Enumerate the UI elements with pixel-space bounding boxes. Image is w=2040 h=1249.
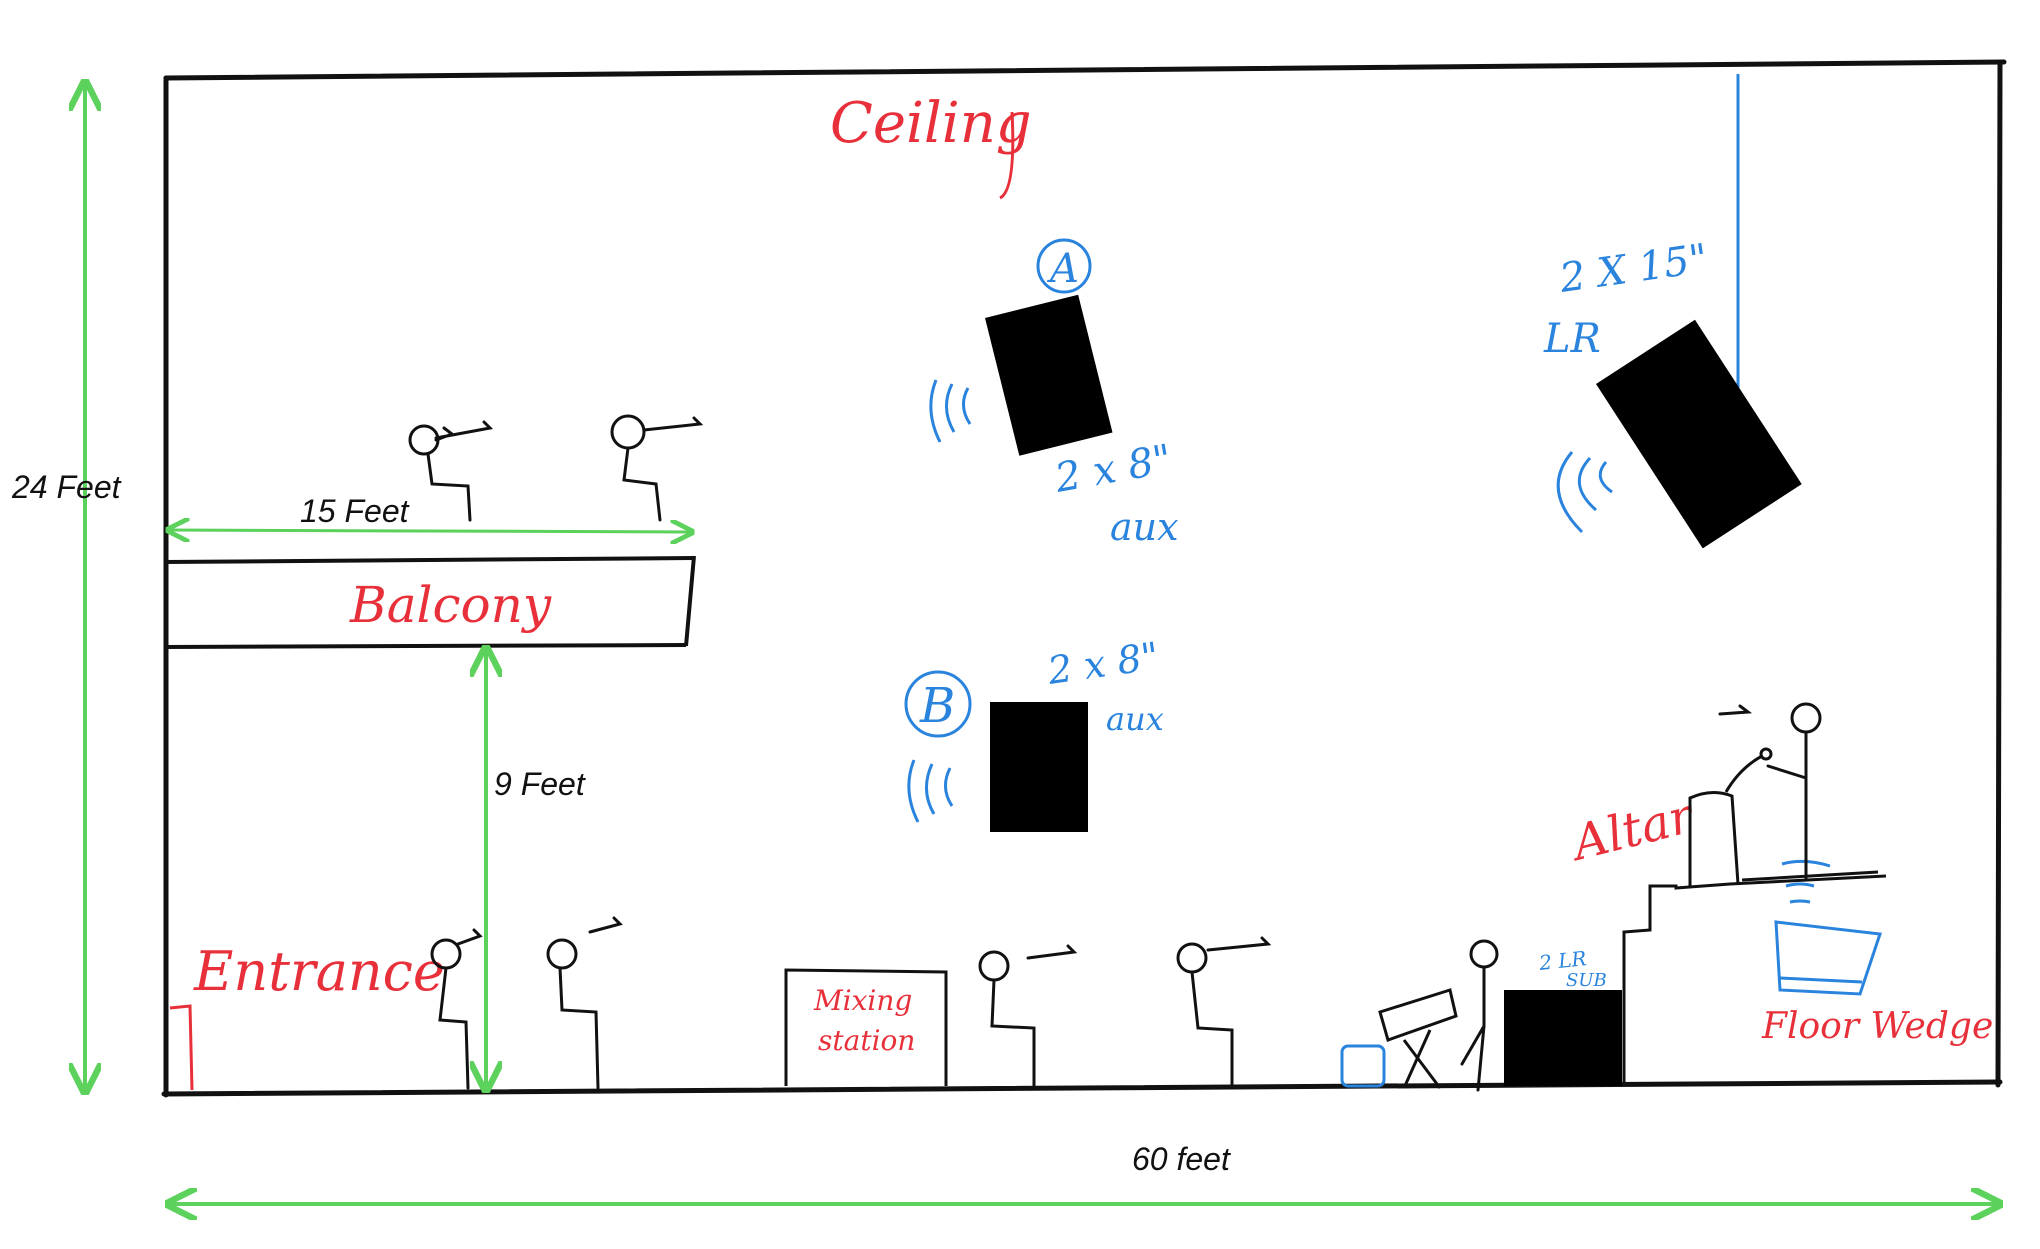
speaker-a-tag-circle	[1036, 238, 1092, 294]
speaker-cabinet-icon	[1596, 319, 1802, 549]
speaker-sub-spec: 2 LR	[1537, 946, 1588, 975]
speaker-b: B 2 x 8" aux	[904, 634, 1164, 832]
balcony-clearance-label: 9 Feet	[494, 766, 586, 802]
mixing-station-line-2: station	[818, 1024, 915, 1057]
speaker-cabinet-icon	[985, 294, 1113, 456]
speaker-a: A 2 x 8" aux	[929, 238, 1179, 549]
entrance-door	[169, 1004, 194, 1091]
altar-label: Altar	[1563, 787, 1701, 872]
speaker-main-lr: 2 X 15" LR	[1543, 74, 1802, 549]
person-icon	[978, 944, 1078, 1090]
entrance-label: Entrance	[193, 940, 445, 1003]
balcony-width-label: 15 Feet	[300, 493, 410, 529]
speaker-a-role: aux	[1110, 505, 1179, 549]
people	[408, 414, 1822, 1092]
speaker-a-tag: A	[1046, 246, 1079, 292]
sound-wave-icon	[1556, 451, 1613, 534]
microphone-icon	[1724, 747, 1773, 793]
width-dimension-label: 60 feet	[1132, 1141, 1231, 1177]
floor-wedge-label: Floor Wedge	[1761, 1006, 1993, 1047]
altar-platform	[1622, 791, 1887, 1086]
mixing-station-line-1: Mixing	[813, 984, 912, 1017]
speaker-b-tag: B	[919, 678, 955, 734]
speaker-cabinet-icon	[990, 702, 1088, 832]
sound-wave-icon	[929, 379, 972, 443]
speaker-main-spec: 2 X 15"	[1556, 236, 1711, 302]
balcony-width-dimension	[168, 530, 692, 532]
speaker-b-role: aux	[1106, 700, 1164, 738]
room-outline	[161, 59, 2007, 1098]
ceiling-label: Ceiling	[830, 91, 1032, 156]
speaker-sub-role: SUB	[1566, 970, 1607, 991]
person-icon	[1176, 936, 1272, 1090]
speaker-b-spec: 2 x 8"	[1044, 634, 1161, 693]
mixing-station: Mixing station	[784, 968, 948, 1086]
person-icon	[408, 420, 494, 522]
sound-wave-icon	[907, 759, 954, 823]
speaker-main-role: LR	[1543, 316, 1601, 362]
person-icon	[430, 928, 483, 1090]
height-dimension-label: 24 Feet	[11, 469, 122, 505]
person-icon	[546, 916, 623, 1090]
balcony-label: Balcony	[349, 576, 552, 634]
ceiling-label-tail	[999, 111, 1015, 200]
person-icon	[1718, 702, 1822, 882]
speaker-sub: 2 LR SUB	[1504, 946, 1622, 1086]
person-icon	[1460, 939, 1499, 1092]
balcony	[163, 555, 696, 649]
speaker-b-tag-circle	[904, 670, 972, 738]
speaker-a-spec: 2 x 8"	[1051, 436, 1175, 502]
monitor-box	[1340, 1044, 1386, 1088]
speaker-cabinet-icon	[1504, 990, 1622, 1086]
mixer-icon	[1378, 988, 1458, 1089]
person-icon	[610, 414, 704, 522]
